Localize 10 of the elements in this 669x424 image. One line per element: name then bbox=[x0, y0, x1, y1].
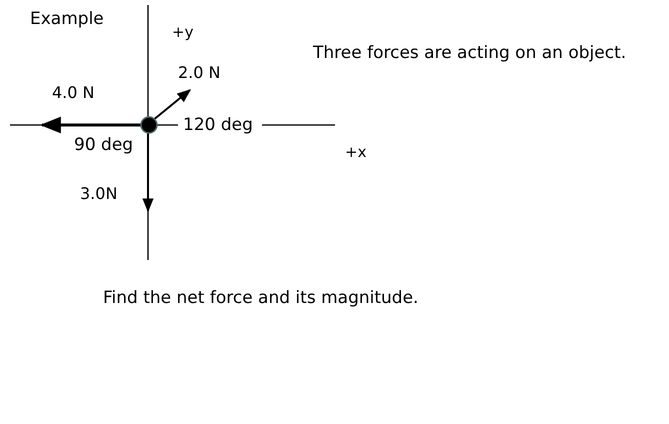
force-label: 2.0 N bbox=[178, 64, 220, 82]
force-label: 3.0N bbox=[80, 185, 118, 203]
question-text: Find the net force and its magnitude. bbox=[103, 289, 418, 308]
problem-text: Three forces are acting on an object. bbox=[313, 44, 626, 63]
axis-label: +y bbox=[172, 24, 194, 40]
axis-label: +x bbox=[345, 144, 366, 160]
angle-label: 90 deg bbox=[74, 136, 134, 155]
angle-label: 120 deg bbox=[183, 116, 253, 135]
force-label: 4.0 N bbox=[52, 84, 94, 102]
example-heading: Example bbox=[30, 10, 104, 29]
